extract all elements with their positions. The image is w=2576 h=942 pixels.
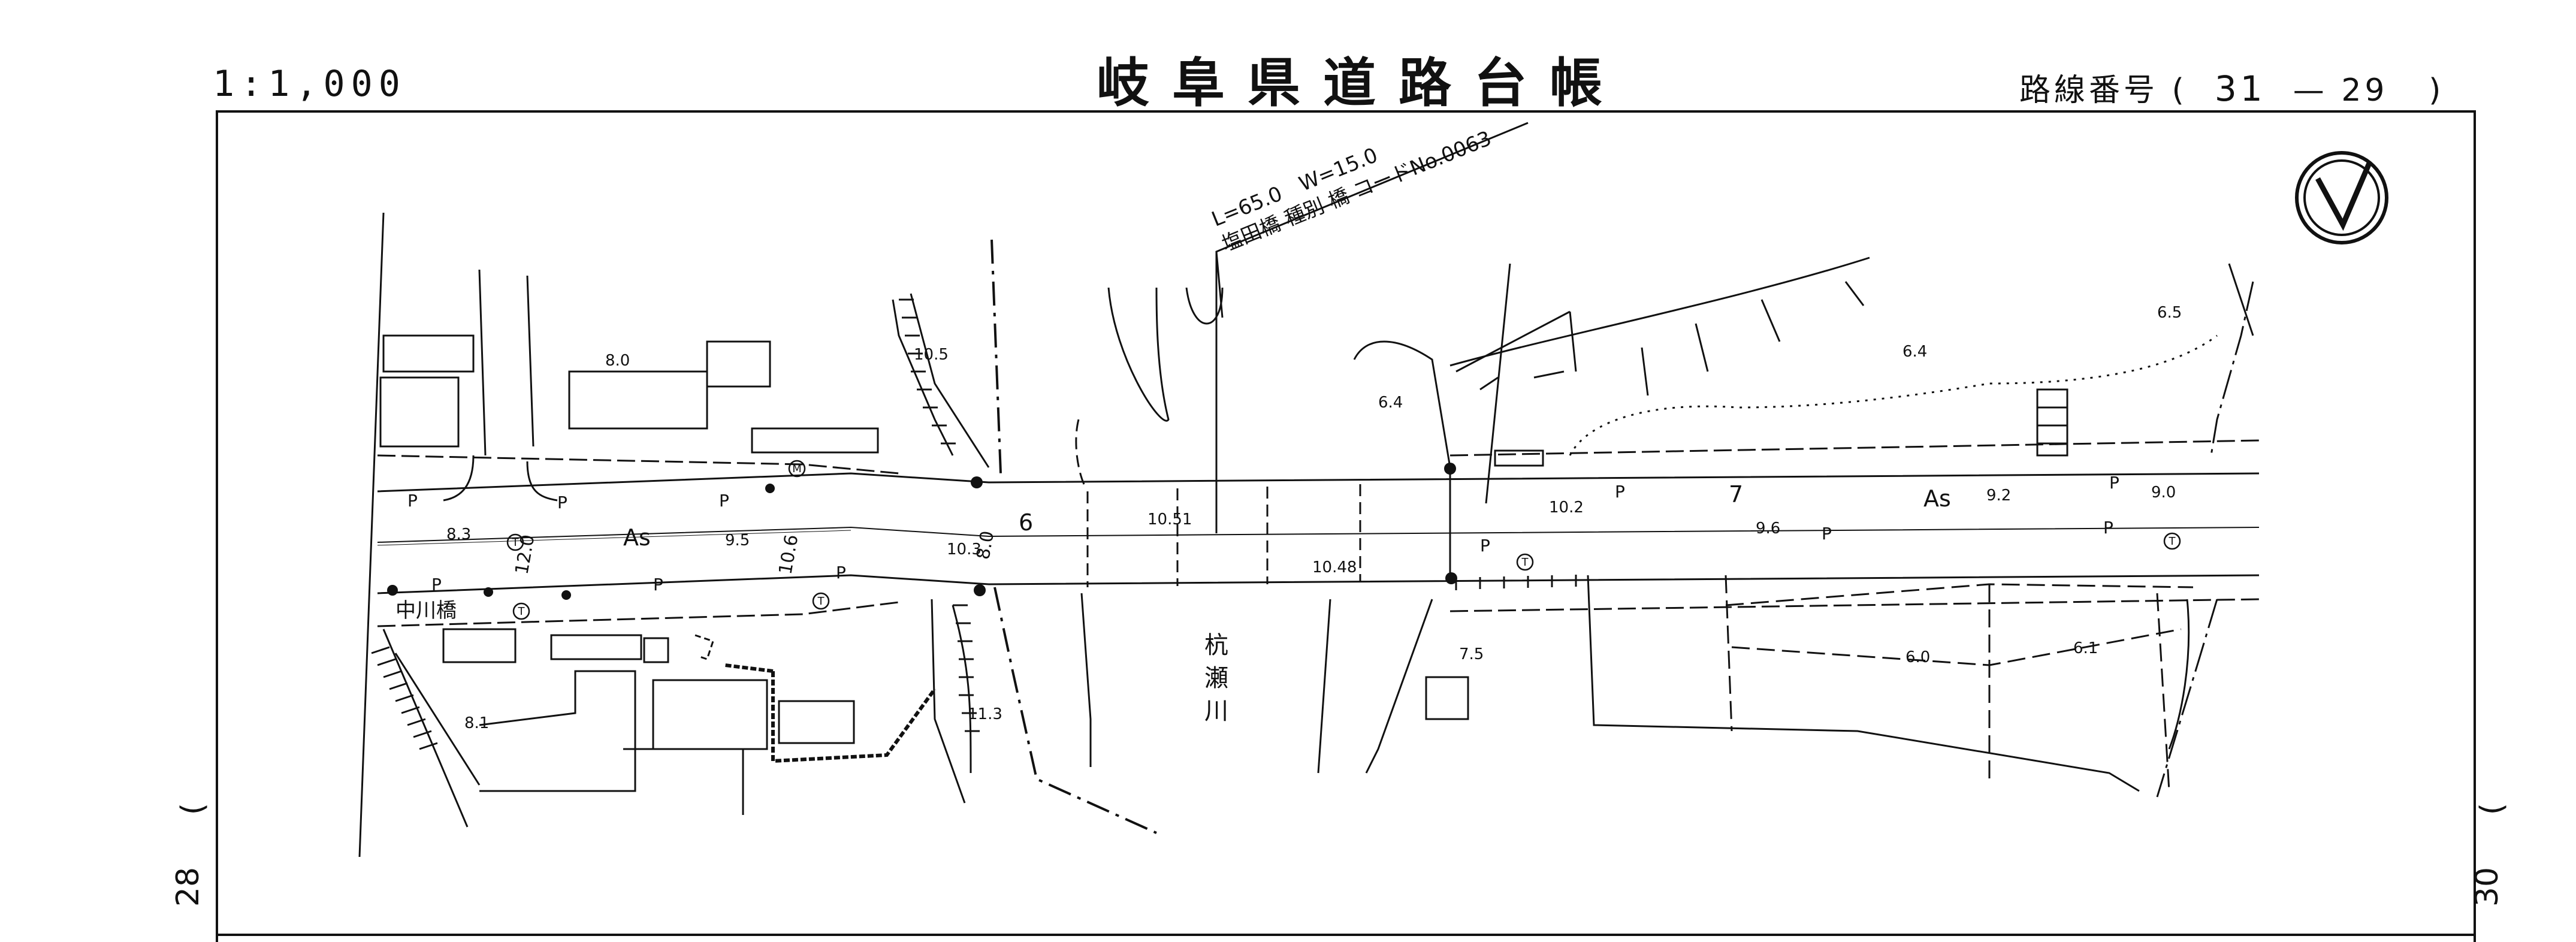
telephone-icon (812, 592, 830, 610)
pole-icon (1444, 463, 1456, 475)
telephone-mark: T (1521, 556, 1529, 569)
parking-mark: P (431, 575, 442, 594)
telephone-mark: T (817, 595, 825, 608)
elevation: 7.5 (1459, 645, 1484, 663)
station-7: 7 (1729, 481, 1743, 508)
station-6: 6 (1019, 509, 1033, 536)
route-number: 路線番号 ( 31 — 29 ) (2019, 65, 2444, 110)
elevation: 10.3 (947, 541, 982, 558)
mailbox-icon (788, 460, 806, 478)
pole-icon (484, 587, 493, 597)
elevation: 8.0 (605, 352, 630, 370)
elevation: 6.5 (2157, 304, 2182, 322)
buildings-left (379, 334, 937, 815)
main-road (377, 439, 2260, 627)
route-close-paren: ) (2429, 73, 2445, 108)
map-scale: 1:1,000 (213, 63, 406, 105)
parking-mark: P (653, 575, 663, 594)
elevation: 9.6 (1756, 520, 1780, 538)
telephone-mark: T (2169, 535, 2176, 548)
route-dash: — (2293, 73, 2328, 108)
pole-icon (387, 585, 398, 596)
elevation: 9.2 (1986, 487, 2011, 505)
route-label: 路線番号 (2019, 73, 2159, 108)
fields-right (1425, 256, 2254, 798)
parking-mark: P (2109, 473, 2119, 493)
parking-mark: P (1480, 536, 1490, 555)
telephone-icon (2163, 532, 2181, 550)
pole-icon (974, 584, 986, 596)
elevation: 11.3 (968, 705, 1002, 723)
elevation: 10.5 (914, 346, 949, 364)
parking-mark: P (2103, 518, 2113, 538)
parking-mark: P (719, 491, 729, 511)
route-number-sub: 29 (2341, 73, 2388, 108)
elevation: 9.0 (2151, 484, 2176, 502)
road-width-2: 10.6 (775, 533, 802, 576)
route-number-main: 31 (2214, 68, 2266, 109)
elevation: 10.51 (1147, 511, 1192, 529)
road-width-3: 8.0 (973, 529, 998, 561)
elevation: 6.1 (2073, 639, 2098, 657)
elevation: 6.0 (1905, 648, 1930, 666)
river-label-1: 杭 (1204, 632, 1228, 659)
parking-mark: P (836, 563, 846, 582)
telephone-mark: T (512, 536, 520, 549)
elevation: 6.4 (1378, 394, 1403, 412)
telephone-icon (512, 602, 530, 620)
nakagawa-bridge-label: 中川橋 (395, 599, 457, 623)
bank-hatching (371, 298, 1577, 750)
elevation: 9.5 (725, 532, 750, 550)
elevation: 8.3 (446, 526, 471, 544)
pole-icon (765, 484, 775, 493)
parking-mark: P (407, 491, 418, 511)
bridge-info-leader (1215, 122, 1529, 533)
pole-icon (561, 590, 571, 600)
surface-label-right: As (1923, 485, 1951, 512)
elevation: 10.48 (1312, 558, 1357, 576)
parking-mark: P (557, 493, 567, 512)
river-label-3: 川 (1204, 698, 1228, 725)
telephone-mark: T (518, 605, 526, 618)
pole-icon (971, 476, 983, 488)
north-arrow-icon (2295, 151, 2388, 244)
pole-icon (1445, 572, 1457, 584)
elevation: 10.2 (1549, 499, 1584, 517)
river-label-2: 瀬 (1204, 665, 1228, 692)
mailbox-mark: M (792, 463, 802, 475)
elevation: 6.4 (1902, 343, 1927, 361)
parking-mark: P (1822, 524, 1832, 544)
page-title: 岐阜県道路台帳 (1097, 52, 1626, 114)
surface-label-left: As (623, 524, 651, 551)
left-edge-details (358, 212, 990, 858)
telephone-icon (506, 533, 524, 551)
parking-mark: P (1615, 482, 1625, 502)
map-frame (216, 110, 2476, 942)
route-open-paren: ( (2172, 73, 2188, 108)
elevation: 8.1 (464, 714, 489, 732)
telephone-icon (1516, 553, 1534, 571)
